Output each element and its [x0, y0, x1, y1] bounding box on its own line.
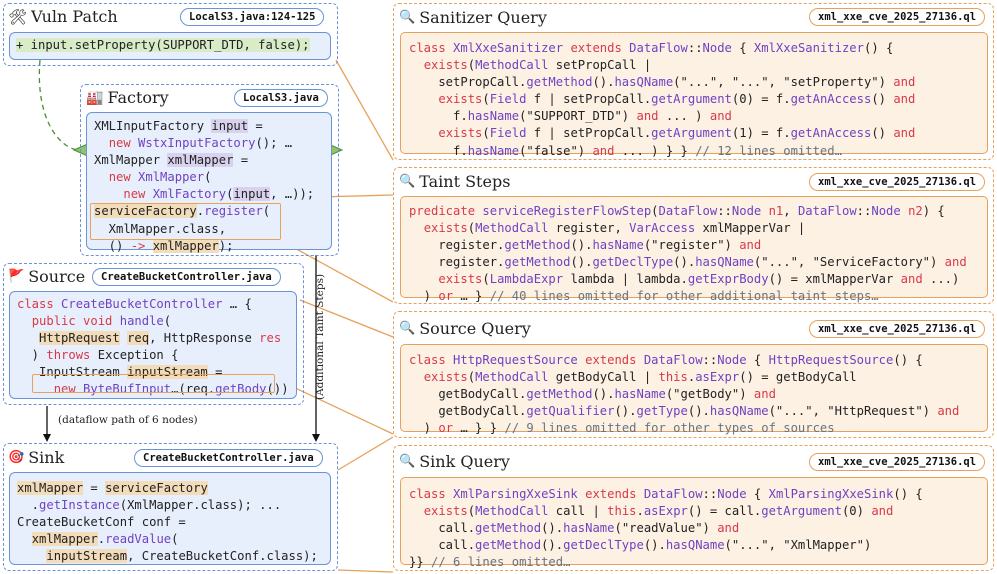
- magnifier-icon: 🔍: [399, 174, 416, 189]
- sink-query-code: class XmlParsingXxeSink extends DataFlow…: [409, 487, 923, 570]
- connector-sink: [337, 436, 394, 471]
- taint-steps-panel: [393, 167, 994, 304]
- vuln-patch-panel: [3, 3, 338, 66]
- dashed-green-arrow: [38, 59, 79, 151]
- vuln-patch-title: 🛠 Vuln Patch: [8, 7, 118, 26]
- taint-steps-file: xml_xxe_cve_2025_27136.ql: [809, 173, 986, 191]
- sanitizer-code: class XmlXxeSanitizer extends DataFlow::…: [409, 41, 916, 158]
- sink-query-file: xml_xxe_cve_2025_27136.ql: [809, 453, 986, 471]
- vuln-patch-code: + input.setProperty(SUPPORT_DTD, false);: [16, 38, 310, 52]
- taint-code-box: [400, 196, 988, 298]
- sink-query-panel: [393, 445, 994, 571]
- sanitizer-query-panel: [393, 3, 994, 160]
- source-panel: [3, 263, 304, 405]
- factory-code: XMLInputFactory input = new WstxInputFac…: [94, 119, 315, 253]
- source-query-file: xml_xxe_cve_2025_27136.ql: [809, 320, 986, 338]
- sanitizer-query-file: xml_xxe_cve_2025_27136.ql: [809, 8, 986, 26]
- red-flag-icon: 🚩: [8, 269, 25, 284]
- factory-register-highlight: [90, 203, 281, 240]
- sanitizer-code-box: [400, 32, 988, 154]
- sink-query-code-box: [400, 477, 988, 565]
- source-query-title: 🔍 Source Query: [399, 319, 531, 338]
- additional-taint-steps-label: (Additional Taint Steps): [314, 273, 326, 400]
- sink-panel: [3, 443, 338, 571]
- factory-file: LocalS3.java: [234, 89, 328, 107]
- source-query-panel: [393, 311, 994, 438]
- source-query-code-box: [400, 344, 988, 432]
- factory-title: 🏭 Factory: [86, 88, 169, 107]
- factory-code-box: [86, 112, 332, 250]
- magnifier-icon: 🔍: [399, 10, 416, 25]
- sink-file: CreateBucketController.java: [134, 449, 323, 467]
- source-title: 🚩 Source: [8, 267, 86, 286]
- source-file: CreateBucketController.java: [92, 268, 281, 286]
- arrowhead-taint: [312, 434, 320, 442]
- sink-title: 🎯 Sink: [8, 448, 65, 467]
- sink-code: xmlMapper = serviceFactory .getInstance(…: [17, 481, 318, 564]
- factory-icon: 🏭: [86, 89, 104, 106]
- connector-sanitizer: [335, 59, 394, 161]
- sink-query-title: 🔍 Sink Query: [399, 452, 510, 471]
- arrowhead-dataflow: [43, 434, 51, 442]
- sanitizer-query-title: 🔍 Sanitizer Query: [399, 8, 547, 27]
- tools-icon: 🛠: [8, 7, 28, 26]
- taint-code: predicate serviceRegisterFlowStep(DataFl…: [409, 204, 967, 304]
- magnifier-icon: 🔍: [399, 454, 416, 469]
- source-query-code: class HttpRequestSource extends DataFlow…: [409, 353, 960, 436]
- dataflow-path-label: (dataflow path of 6 nodes): [58, 414, 198, 426]
- connector-sink-2: [337, 569, 394, 573]
- vuln-patch-file: LocalS3.java:124-125: [180, 8, 325, 26]
- taint-steps-title: 🔍 Taint Steps: [399, 172, 511, 191]
- target-icon: 🎯: [8, 450, 25, 465]
- factory-panel: [80, 84, 339, 256]
- source-getbody-highlight: [32, 374, 275, 393]
- magnifier-icon: 🔍: [399, 321, 416, 336]
- source-code-box: [9, 291, 297, 399]
